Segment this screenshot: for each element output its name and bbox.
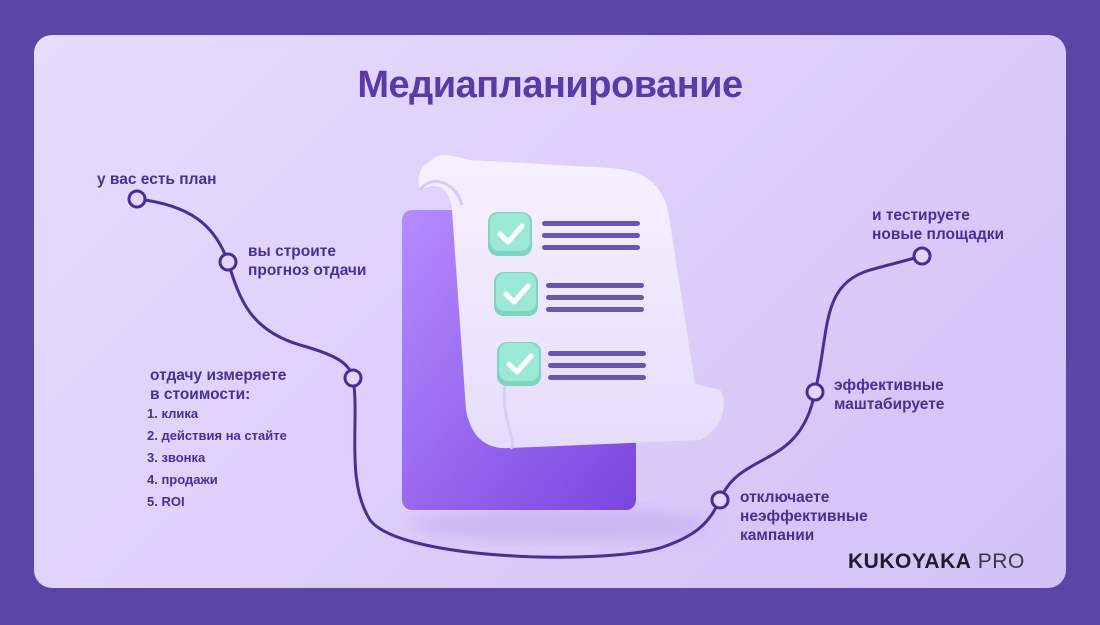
step-line: прогноз отдачи — [248, 262, 367, 279]
step-label-measure: отдачу измеряете в стоимости: — [150, 366, 286, 404]
node-plan — [127, 189, 147, 209]
list-item: 4. продажи — [147, 472, 218, 487]
step-line: маштабируете — [834, 396, 945, 413]
node-measure — [343, 368, 363, 388]
document-shadow — [410, 509, 710, 541]
brand-logo: KUKOYAKA PRO — [848, 550, 1025, 574]
step-line: и тестируете — [872, 207, 970, 224]
step-line: в стоимости: — [150, 386, 251, 403]
process-path — [135, 197, 924, 559]
step-label-forecast: вы строите прогноз отдачи — [248, 242, 366, 280]
step-label-test: и тестируете новые площадки — [872, 206, 1004, 244]
node-disable — [710, 490, 730, 510]
check-icon — [494, 272, 538, 316]
step-line: кампании — [740, 527, 815, 544]
page-title: Медиапланирование — [357, 64, 743, 106]
list-item: 2. действия на стайте — [147, 428, 287, 443]
step-line: вы строите — [248, 243, 336, 260]
step-line: отдачу измеряете — [150, 367, 287, 384]
step-line: новые площадки — [872, 226, 1005, 243]
step-line: у вас есть план — [97, 171, 217, 188]
node-scale — [805, 382, 825, 402]
step-label-disable: отключаете неэффективные кампании — [740, 488, 868, 545]
check-icon — [497, 342, 541, 386]
checklist — [488, 212, 646, 386]
node-forecast — [218, 252, 238, 272]
brand-name: KUKOYAKA — [848, 550, 972, 573]
brand-suffix: PRO — [977, 550, 1025, 573]
check-icon — [488, 212, 532, 256]
step-line: неэффективные — [740, 508, 868, 525]
measure-list: 1. клика 2. действия на стайте 3. звонка… — [147, 406, 287, 516]
list-item: 3. звонка — [147, 450, 206, 465]
node-test — [912, 246, 932, 266]
step-line: эффективные — [834, 377, 944, 394]
list-item: 5. ROI — [147, 494, 185, 509]
step-label-plan: у вас есть план — [97, 170, 216, 189]
step-label-scale: эффективные маштабируете — [834, 376, 944, 414]
step-line: отключаете — [740, 489, 830, 506]
list-item: 1. клика — [147, 406, 199, 421]
